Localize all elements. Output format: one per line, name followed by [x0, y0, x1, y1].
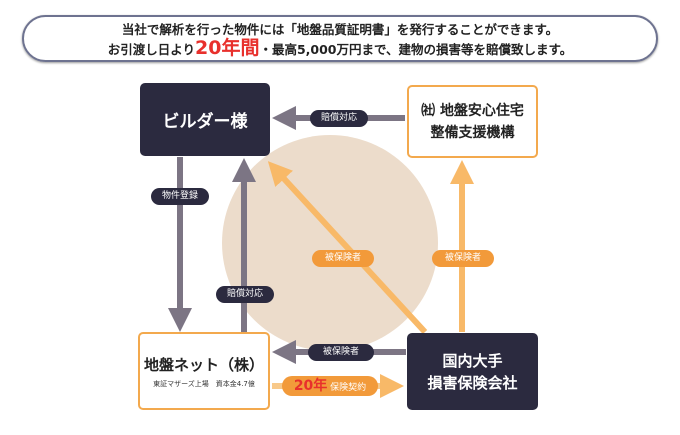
jibannet-label: 地盤ネット（株） [143, 355, 264, 374]
jibannet-node: 地盤ネット（株） 東証マザーズ上場 資本金4.7億 [138, 332, 270, 410]
label-insurer-to-jibannet: 被保険者 [308, 344, 374, 361]
organization-name: 地盤安心住宅 [439, 102, 524, 119]
background-circle [222, 135, 438, 351]
label-contract: 20年 保険契約 [282, 376, 378, 396]
organization-mark-icon: ㈳ [421, 102, 436, 119]
banner-line-2: お引渡し日より20年間・最高5,000万円まで、建物の損害等を賠償致します。 [24, 39, 656, 59]
banner-line-1: 当社で解析を行った物件には「地盤品質証明書」を発行することができます。 [121, 22, 559, 37]
insurer-line-1: 国内大手 [442, 351, 503, 370]
banner-text: お引渡し日より [107, 42, 195, 57]
contract-years: 20年 [293, 378, 328, 394]
jibannet-sub: 東証マザーズ上場 資本金4.7億 [153, 379, 255, 388]
label-org-to-builder: 賠償対応 [310, 110, 368, 127]
insurer-line-2: 損害保険会社 [427, 373, 518, 392]
organization-line-2: 整備支援機構 [430, 124, 515, 141]
organization-line-1: ㈳ 地盤安心住宅 [421, 100, 524, 122]
label-insurer-to-builder: 被保険者 [312, 250, 374, 267]
contract-label: 保険契約 [330, 383, 367, 393]
banner-text: ・最高5,000万円まで、建物の損害等を賠償致します。 [259, 42, 573, 57]
insurer-node: 国内大手 損害保険会社 [407, 333, 538, 410]
label-jibannet-to-builder: 賠償対応 [216, 286, 274, 303]
builder-label: ビルダー様 [162, 112, 248, 132]
label-builder-to-jibannet: 物件登録 [151, 188, 209, 205]
organization-node: ㈳ 地盤安心住宅 整備支援機構 [407, 85, 538, 158]
banner-highlight: 20年間 [195, 37, 260, 59]
builder-node: ビルダー様 [140, 83, 270, 156]
info-banner: 当社で解析を行った物件には「地盤品質証明書」を発行することができます。 お引渡し… [22, 15, 658, 62]
label-insurer-to-org: 被保険者 [432, 250, 494, 267]
